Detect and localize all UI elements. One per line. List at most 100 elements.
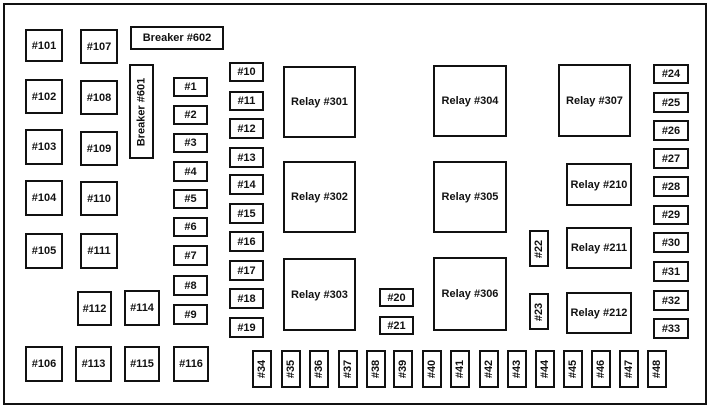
fuse-101: #101 — [25, 29, 63, 62]
relay-305: Relay #305 — [433, 161, 507, 233]
fuse-label: #13 — [237, 151, 256, 164]
relay-301: Relay #301 — [283, 66, 356, 138]
relay-label: Relay #303 — [291, 288, 348, 301]
fuse-35: #35 — [281, 350, 301, 388]
fuse-label: #112 — [82, 302, 107, 315]
fuse-4: #4 — [173, 161, 208, 182]
fuse-24: #24 — [653, 64, 689, 84]
fuse-label: #2 — [184, 109, 197, 121]
fuse-label: #113 — [81, 358, 106, 370]
fuse-6: #6 — [173, 217, 208, 237]
relay-label: Relay #301 — [291, 96, 348, 108]
fuse-label: #19 — [237, 321, 256, 334]
fuse-label: #110 — [87, 192, 111, 205]
fuse-label: #106 — [31, 358, 57, 370]
fuse-label: #26 — [661, 124, 681, 137]
fuse-23: #23 — [529, 293, 549, 330]
fuse-label: #10 — [237, 66, 256, 78]
relay-label: Relay #306 — [441, 288, 499, 300]
breaker-602: Breaker #602 — [130, 26, 224, 50]
relay-label: Relay #304 — [441, 95, 499, 107]
fuse-116: #116 — [173, 346, 209, 382]
fuse-label: #35 — [285, 359, 298, 379]
fuse-1: #1 — [173, 77, 208, 97]
fuse-102: #102 — [25, 79, 63, 114]
fuse-label: #23 — [533, 302, 546, 321]
fuse-label: #11 — [237, 95, 256, 107]
fuse-103: #103 — [25, 129, 63, 165]
fuse-label: #108 — [86, 91, 112, 104]
fuse-30: #30 — [653, 232, 689, 253]
fuse-3: #3 — [173, 133, 208, 153]
fuse-18: #18 — [229, 288, 264, 309]
fuse-label: #6 — [184, 221, 197, 233]
fuse-label: #48 — [651, 359, 664, 379]
fuse-48: #48 — [647, 350, 667, 388]
fuse-41: #41 — [450, 350, 470, 388]
fuse-39: #39 — [393, 350, 413, 388]
fuse-label: #20 — [387, 291, 406, 304]
relay-307: Relay #307 — [558, 64, 631, 137]
fuse-47: #47 — [619, 350, 639, 388]
fuse-label: #29 — [661, 209, 681, 221]
fuse-label: #17 — [237, 264, 256, 277]
relay-label: Relay #305 — [441, 191, 499, 203]
relay-304: Relay #304 — [433, 65, 507, 137]
fuse-label: #16 — [237, 235, 256, 248]
fuse-7: #7 — [173, 245, 208, 266]
relay-210: Relay #210 — [566, 163, 632, 206]
relay-211: Relay #211 — [566, 227, 632, 269]
fuse-28: #28 — [653, 176, 689, 197]
fuse-label: #34 — [256, 359, 269, 379]
breaker-label: Breaker #601 — [135, 77, 148, 146]
fuse-5: #5 — [173, 189, 208, 209]
fuse-25: #25 — [653, 92, 689, 113]
relay-label: Relay #211 — [570, 242, 628, 254]
fuse-109: #109 — [80, 131, 118, 166]
fuse-label: #30 — [661, 236, 681, 249]
fuse-2: #2 — [173, 105, 208, 125]
fuse-9: #9 — [173, 304, 208, 325]
fuse-label: #14 — [237, 178, 256, 191]
fuse-label: #42 — [483, 359, 496, 379]
fuse-112: #112 — [77, 291, 112, 326]
fuse-29: #29 — [653, 205, 689, 225]
fuse-label: #37 — [342, 359, 355, 379]
fuse-113: #113 — [75, 346, 112, 382]
relay-303: Relay #303 — [283, 258, 356, 331]
fuse-label: #116 — [179, 358, 203, 370]
fuse-label: #5 — [184, 193, 197, 205]
fuse-40: #40 — [422, 350, 442, 388]
fuse-label: #3 — [184, 137, 197, 149]
relay-label: Relay #307 — [566, 94, 623, 107]
fuse-label: #45 — [567, 359, 580, 379]
fuse-32: #32 — [653, 290, 689, 311]
fuse-115: #115 — [124, 346, 160, 382]
fuse-104: #104 — [25, 180, 63, 216]
fuse-37: #37 — [338, 350, 358, 388]
fuse-label: #46 — [595, 359, 608, 379]
fuse-label: #4 — [184, 165, 197, 178]
fuse-label: #22 — [533, 239, 546, 258]
fuse-43: #43 — [507, 350, 527, 388]
fuse-31: #31 — [653, 261, 689, 282]
fuse-label: #40 — [426, 359, 439, 379]
fuse-label: #12 — [237, 122, 256, 135]
fuse-46: #46 — [591, 350, 611, 388]
fuse-8: #8 — [173, 275, 208, 296]
fuse-105: #105 — [25, 233, 63, 269]
fuse-13: #13 — [229, 147, 264, 168]
fuse-15: #15 — [229, 203, 264, 224]
fuse-111: #111 — [80, 233, 118, 269]
fuse-26: #26 — [653, 120, 689, 141]
fuse-14: #14 — [229, 174, 264, 195]
fuse-114: #114 — [124, 290, 160, 326]
fuse-label: #107 — [86, 40, 112, 53]
fuse-label: #7 — [184, 249, 197, 262]
fuse-label: #109 — [86, 142, 112, 155]
fuse-label: #41 — [454, 359, 467, 379]
fuse-label: #9 — [184, 308, 197, 321]
fuse-21: #21 — [379, 316, 414, 335]
fuse-36: #36 — [309, 350, 329, 388]
fuse-107: #107 — [80, 29, 118, 64]
